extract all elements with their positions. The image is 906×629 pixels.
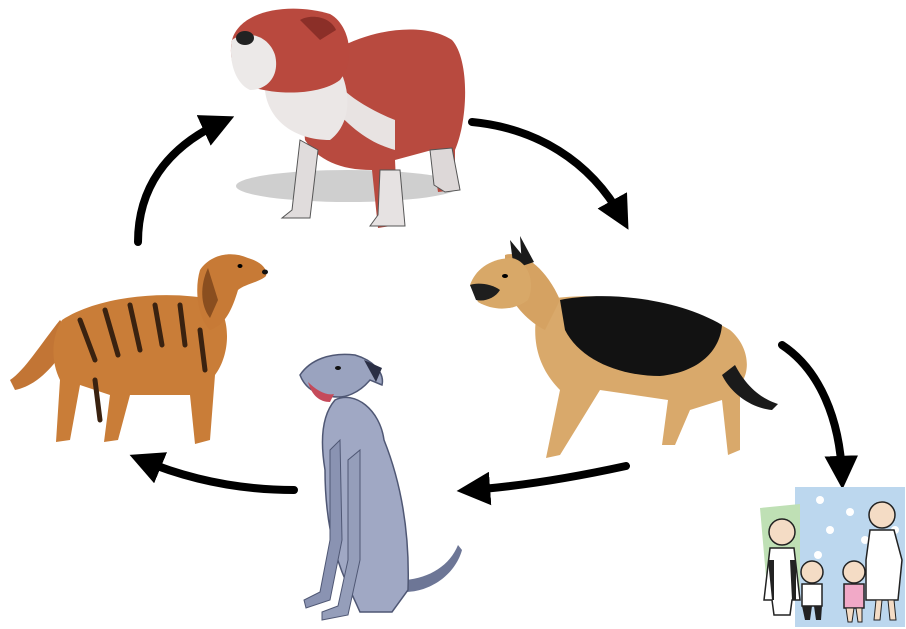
arrow-greyhound-to-retriever [129, 452, 298, 494]
german-shepherd-icon [470, 236, 778, 458]
golden-retriever-icon [10, 254, 268, 444]
arrow-bulldog-to-shepherd [468, 118, 629, 230]
arrow-shepherd-to-family [778, 341, 859, 490]
arrow-shepherd-to-greyhound [456, 462, 630, 506]
cycle-arrows [129, 115, 859, 506]
bulldog-icon [230, 8, 466, 229]
greyhound-icon [299, 353, 462, 621]
arrow-retriever-to-bulldog [134, 115, 235, 246]
family-icon [760, 487, 905, 627]
